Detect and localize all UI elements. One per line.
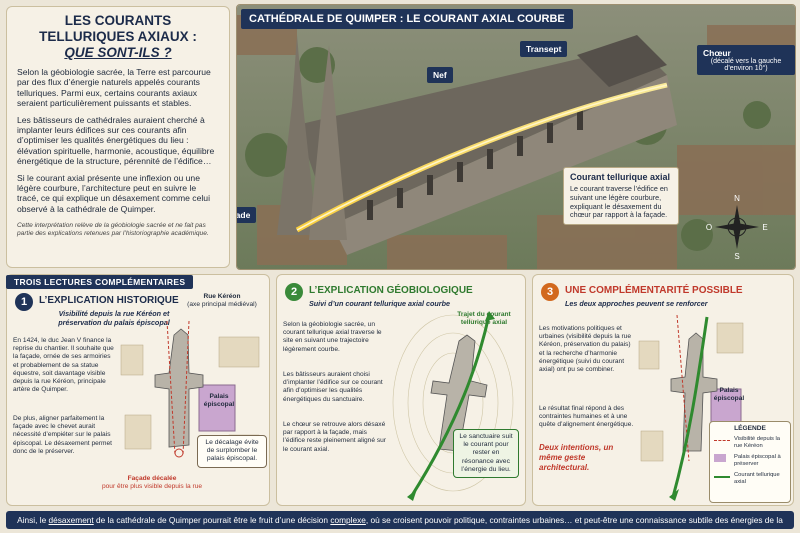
- col3-text-1: Les motivations politiques et urbaines (…: [539, 325, 631, 374]
- intro-note: Cette interprétation relève de la géobio…: [17, 222, 209, 238]
- legend-item-current: Courant tellurique axial: [714, 472, 786, 486]
- col1-info-box: Le décalage évite de surplomber le palai…: [197, 435, 267, 468]
- col2-text-2: Les bâtisseurs auraient choisi d’implant…: [283, 371, 383, 403]
- col2-subheading: Suivi d’un courant tellurique axial cour…: [309, 299, 450, 308]
- compass-icon: N S E O: [706, 194, 768, 261]
- legend-box: LÉGENDE Visibilité depuis la rue Kéréon …: [709, 421, 791, 503]
- section-title: TROIS LECTURES COMPLÉMENTAIRES: [6, 275, 194, 289]
- intro-paragraph-1: Selon la géobiologie sacrée, la Terre es…: [17, 67, 211, 109]
- cathedral-plan-shape: [154, 328, 204, 448]
- cathedral-illustration: N S E O CATHÉDRALE DE QUIMPER : LE COURA…: [236, 4, 796, 270]
- col1-text-2: De plus, aligner parfaitement la façade …: [13, 415, 112, 455]
- column-complementarity: 3 UNE COMPLÉMENTARITÉ POSSIBLE Les deux …: [532, 274, 794, 506]
- intro-title: LES COURANTS TELLURIQUES AXIAUX : QUE SO…: [17, 13, 219, 61]
- palais-episcopal-shape: [198, 384, 236, 432]
- hero-title: CATHÉDRALE DE QUIMPER : LE COURANT AXIAL…: [241, 9, 573, 29]
- rue-keron-label: Rue Kéréon(axe principal médiéval): [187, 293, 257, 308]
- col3-quote: Deux intentions, un même geste architect…: [539, 443, 614, 472]
- trajet-label: Trajet du courant tellurique axial: [457, 311, 511, 326]
- footer-conclusion: Ainsi, le désaxement de la cathédrale de…: [6, 511, 794, 529]
- callout-body: Le courant traverse l’édifice en suivant…: [570, 184, 668, 220]
- column-historical: 1 L’EXPLICATION HISTORIQUE Visibilité de…: [6, 274, 270, 506]
- telluric-current-arrow: [409, 314, 491, 498]
- number-badge-2: 2: [285, 283, 303, 301]
- tag-facade: Façade: [237, 207, 257, 223]
- col1-text-1: En 1424, le duc Jean V finance la repris…: [13, 337, 114, 394]
- col3-subheading: Les deux approches peuvent se renforcer: [565, 299, 708, 308]
- col3-palais-label: Palais épiscopal: [713, 387, 745, 402]
- legend-item-palais: Palais épiscopal à préserver: [714, 454, 786, 468]
- intro-paragraph-3: Si le courant axial présente une inflexi…: [17, 172, 210, 214]
- number-badge-3: 3: [541, 283, 559, 301]
- dashed-arrow-icon: [714, 440, 730, 441]
- intro-panel: LES COURANTS TELLURIQUES AXIAUX : QUE SO…: [6, 6, 230, 268]
- col2-heading: L’EXPLICATION GÉOBIOLOGIQUE: [309, 285, 473, 296]
- col1-subheading: Visibilité depuis la rue Kéréon et prése…: [58, 309, 170, 327]
- cathedral-plan-shape: [430, 334, 488, 452]
- green-arrow-icon: [714, 476, 730, 478]
- callout-title: Courant tellurique axial: [570, 172, 671, 182]
- svg-text:N: N: [734, 194, 740, 203]
- palais-swatch-icon: [714, 454, 726, 462]
- intro-subtitle: QUE SONT-ILS ?: [64, 45, 172, 60]
- tag-nef: Nef: [427, 67, 453, 83]
- tag-choeur: Chœur (décalé vers la gauche d’environ 1…: [697, 45, 795, 75]
- col2-text-1: Selon la géobiologie sacrée, un courant …: [283, 321, 382, 353]
- tag-transept: Transept: [520, 41, 568, 57]
- column-geobiological: 2 L’EXPLICATION GÉOBIOLOGIQUE Suivi d’un…: [276, 274, 526, 506]
- col1-palais-label: Palais épiscopal: [203, 393, 235, 408]
- legend-title: LÉGENDE: [734, 425, 766, 432]
- svg-text:S: S: [734, 252, 739, 261]
- current-callout: Courant tellurique axial Le courant trav…: [563, 167, 679, 226]
- number-badge-1: 1: [15, 293, 33, 311]
- svg-text:E: E: [762, 223, 767, 232]
- col1-heading: L’EXPLICATION HISTORIQUE: [39, 295, 179, 306]
- col2-info-box: Le sanctuaire suit le courant pour reste…: [453, 429, 519, 479]
- visibility-line: [166, 320, 176, 456]
- col3-text-2: Le résultat final répond à des contraint…: [539, 405, 634, 429]
- col2-plan-diagram: [392, 311, 514, 501]
- svg-text:O: O: [706, 223, 712, 232]
- col2-text-3: Le chœur se retrouve alors désaxé par ra…: [283, 421, 386, 453]
- intro-paragraph-2: Les bâtisseurs de cathédrales auraient c…: [17, 114, 215, 167]
- col3-heading: UNE COMPLÉMENTARITÉ POSSIBLE: [565, 285, 743, 296]
- legend-item-visibility: Visibilité depuis la rue Kéréon: [714, 436, 786, 450]
- telluric-current-arrow: [671, 316, 709, 498]
